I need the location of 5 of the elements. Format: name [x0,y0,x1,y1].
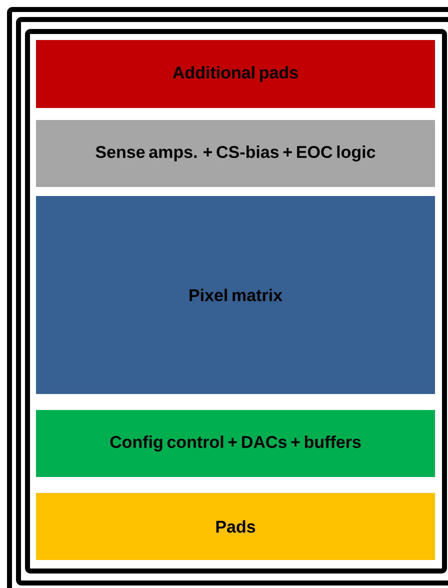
logic-band: Sense amps. + CS-bias + EOC logic [36,120,435,187]
pad-band: Pads [36,493,435,560]
pad-band: Additional pads [36,40,435,108]
matrix-band: Pixel matrix [36,196,435,394]
control-band: Config control + DACs + buffers [36,410,435,477]
